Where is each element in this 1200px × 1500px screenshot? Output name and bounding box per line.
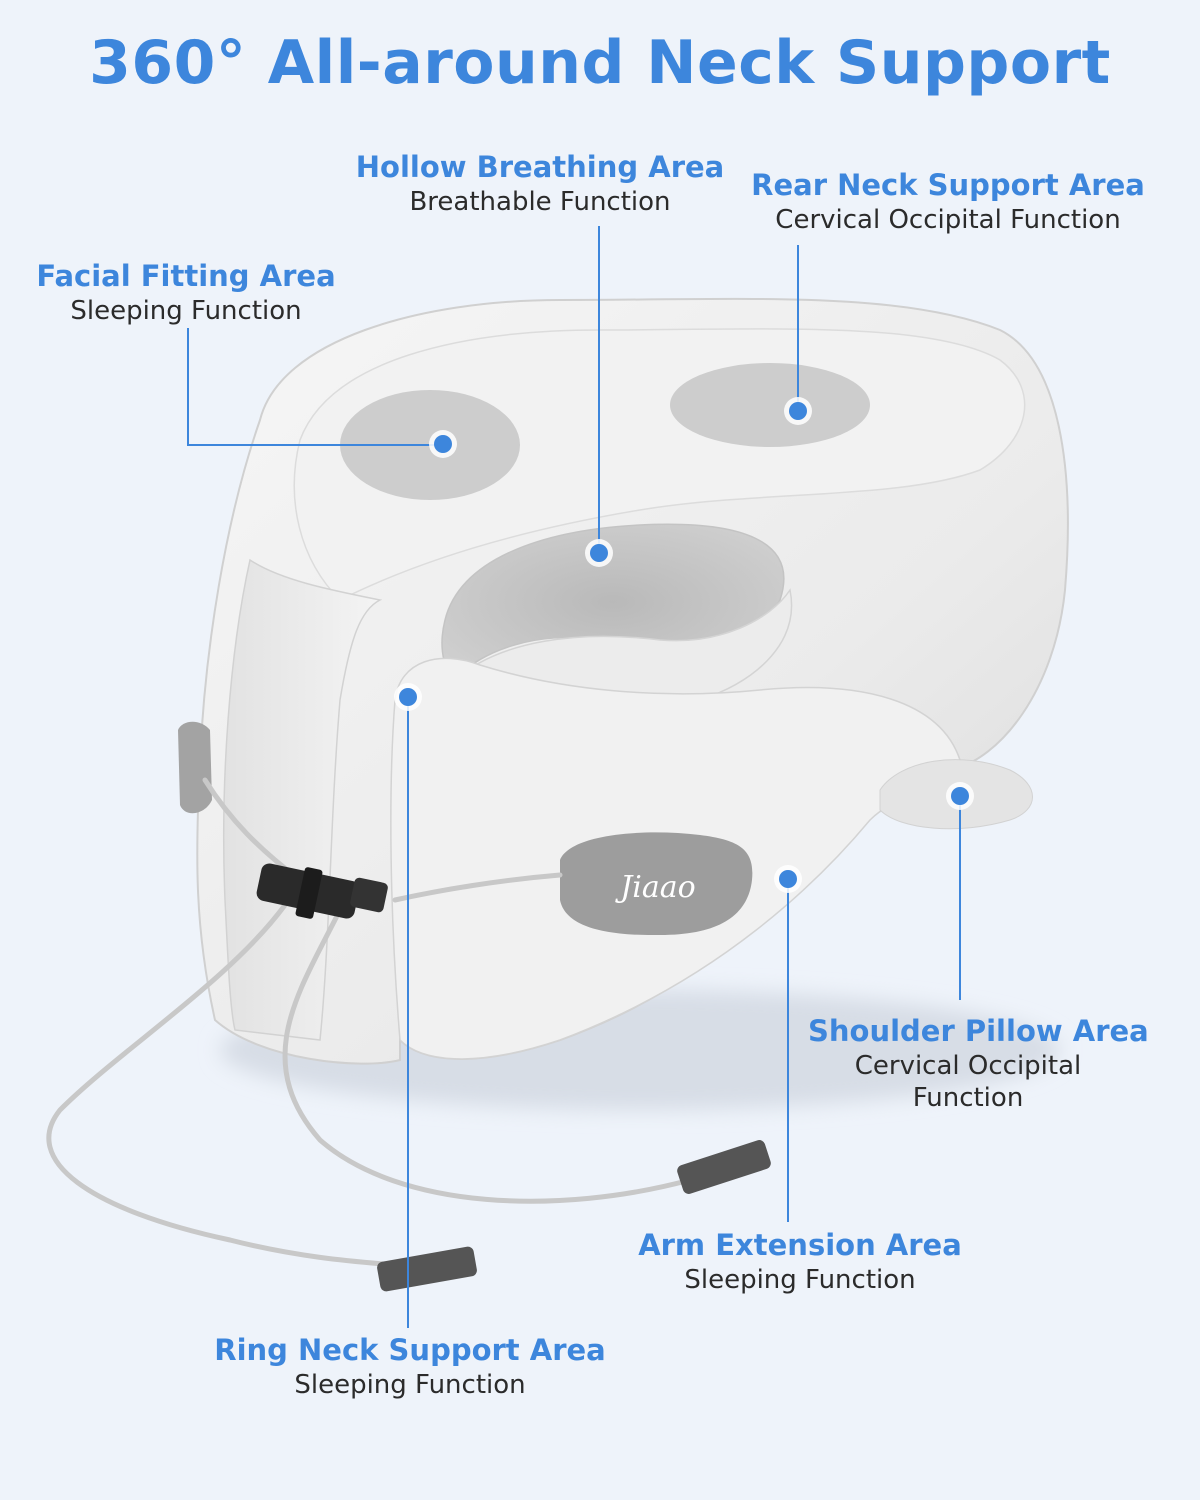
cord-end-cap xyxy=(677,1140,771,1194)
callout-heading: Rear Neck Support Area xyxy=(751,168,1145,202)
rear-neck-depression xyxy=(670,363,870,447)
callout-subtext: Sleeping Function xyxy=(684,1265,916,1295)
callout-heading: Ring Neck Support Area xyxy=(214,1333,606,1367)
callout-markers xyxy=(394,397,974,893)
callout-leader-lines xyxy=(187,226,961,1328)
page-title: 360° All-around Neck Support xyxy=(89,28,1111,98)
callout-facial-fitting: Facial Fitting Area Sleeping Function xyxy=(36,257,336,327)
callout-hollow-breathing: Hollow Breathing Area Breathable Functio… xyxy=(340,148,740,218)
leader-facial xyxy=(187,328,443,446)
cord-end-cap xyxy=(377,1246,477,1292)
callout-heading: Arm Extension Area xyxy=(638,1228,962,1262)
callout-rear-neck: Rear Neck Support Area Cervical Occipita… xyxy=(748,166,1148,236)
brand-patch: Jiaao xyxy=(560,832,753,936)
callout-subtext: Breathable Function xyxy=(409,187,671,217)
callout-subtext: Sleeping Function xyxy=(294,1370,526,1400)
callout-shoulder-pillow: Shoulder Pillow Area Cervical Occipital … xyxy=(808,1012,1149,1114)
pillow-left-side xyxy=(222,558,383,1041)
callout-subtext: Cervical Occipital Function xyxy=(854,1051,1082,1113)
cord-lock xyxy=(256,863,388,919)
callout-heading: Hollow Breathing Area xyxy=(355,150,725,184)
callout-arm-extension: Arm Extension Area Sleeping Function xyxy=(620,1226,980,1296)
side-patch xyxy=(178,721,212,814)
callout-ring-neck: Ring Neck Support Area Sleeping Function xyxy=(200,1331,620,1401)
brand-label: Jiaao xyxy=(614,870,695,905)
callout-heading: Shoulder Pillow Area xyxy=(808,1014,1149,1048)
callout-subtext: Sleeping Function xyxy=(70,296,302,326)
callout-subtext: Cervical Occipital Function xyxy=(775,205,1121,235)
callout-heading: Facial Fitting Area xyxy=(36,259,336,293)
